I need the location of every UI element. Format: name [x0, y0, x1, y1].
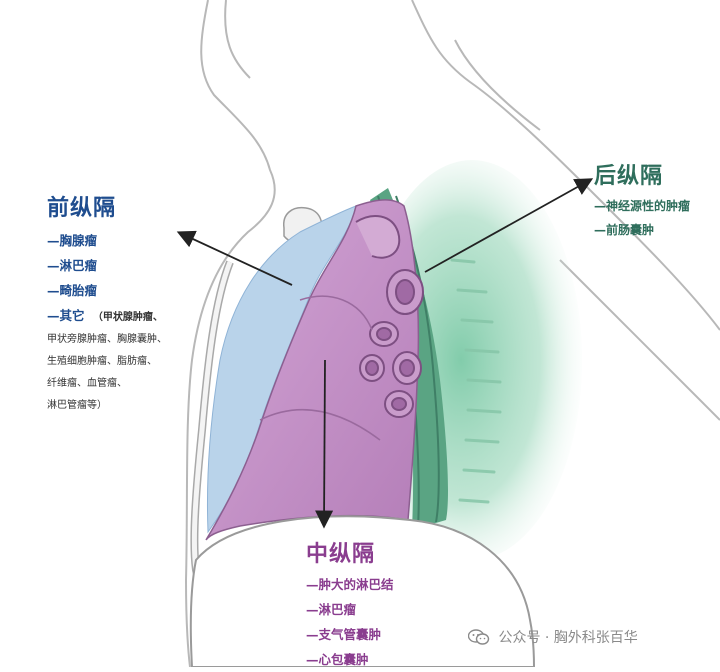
middle-mediastinum-label: 中纵隔 —肿大的淋巴结 —淋巴瘤 —支气管囊肿 —心包囊肿 — [306, 536, 394, 672]
anterior-item: —胸腺瘤 — [47, 233, 98, 248]
watermark: 公众号 · 胸外科张百华 — [468, 627, 638, 647]
arrow-middle — [315, 359, 334, 529]
middle-item: —支气管囊肿 — [306, 627, 382, 642]
arrows — [176, 178, 594, 529]
anterior-other-label: —其它 — [47, 308, 85, 323]
posterior-item: —神经源性的肿瘤 — [594, 199, 691, 213]
heart-vessels — [259, 215, 424, 441]
posterior-mediastinum-label: 后纵隔 —神经源性的肿瘤 —前肠囊肿 — [594, 158, 690, 242]
anterior-note: 淋巴管瘤等） — [47, 400, 107, 411]
body-outline — [184, 0, 720, 667]
anterior-other: —其它 （甲状腺肿瘤、 — [47, 303, 167, 329]
anterior-note: 甲状旁腺肿瘤、胸腺囊肿、 — [47, 334, 167, 345]
diaphragm — [189, 515, 535, 667]
middle-item: —心包囊肿 — [306, 652, 369, 667]
anterior-note: 纤维瘤、血管瘤、 — [47, 378, 127, 389]
anterior-item: —畸胎瘤 — [47, 283, 98, 298]
anterior-item: —淋巴瘤 — [47, 258, 98, 273]
posterior-title: 后纵隔 — [594, 164, 664, 189]
anterior-mediastinum-label: 前纵隔 —胸腺瘤 —淋巴瘤 —畸胎瘤 —其它 （甲状腺肿瘤、 甲状旁腺肿瘤、胸腺… — [47, 190, 167, 417]
anterior-title: 前纵隔 — [47, 196, 117, 221]
anterior-note: 生殖细胞肿瘤、脂肪瘤、 — [47, 356, 157, 367]
middle-item: —肿大的淋巴结 — [306, 577, 394, 592]
arrow-anterior — [176, 230, 293, 286]
posterior-item: —前肠囊肿 — [594, 223, 655, 237]
arrow-posterior — [424, 178, 594, 273]
middle-title: 中纵隔 — [306, 542, 376, 567]
wechat-icon — [468, 629, 490, 645]
middle-item: —淋巴瘤 — [306, 602, 357, 617]
watermark-text: 公众号 · 胸外科张百华 — [498, 630, 638, 646]
anterior-note: （甲状腺肿瘤、 — [92, 312, 163, 323]
